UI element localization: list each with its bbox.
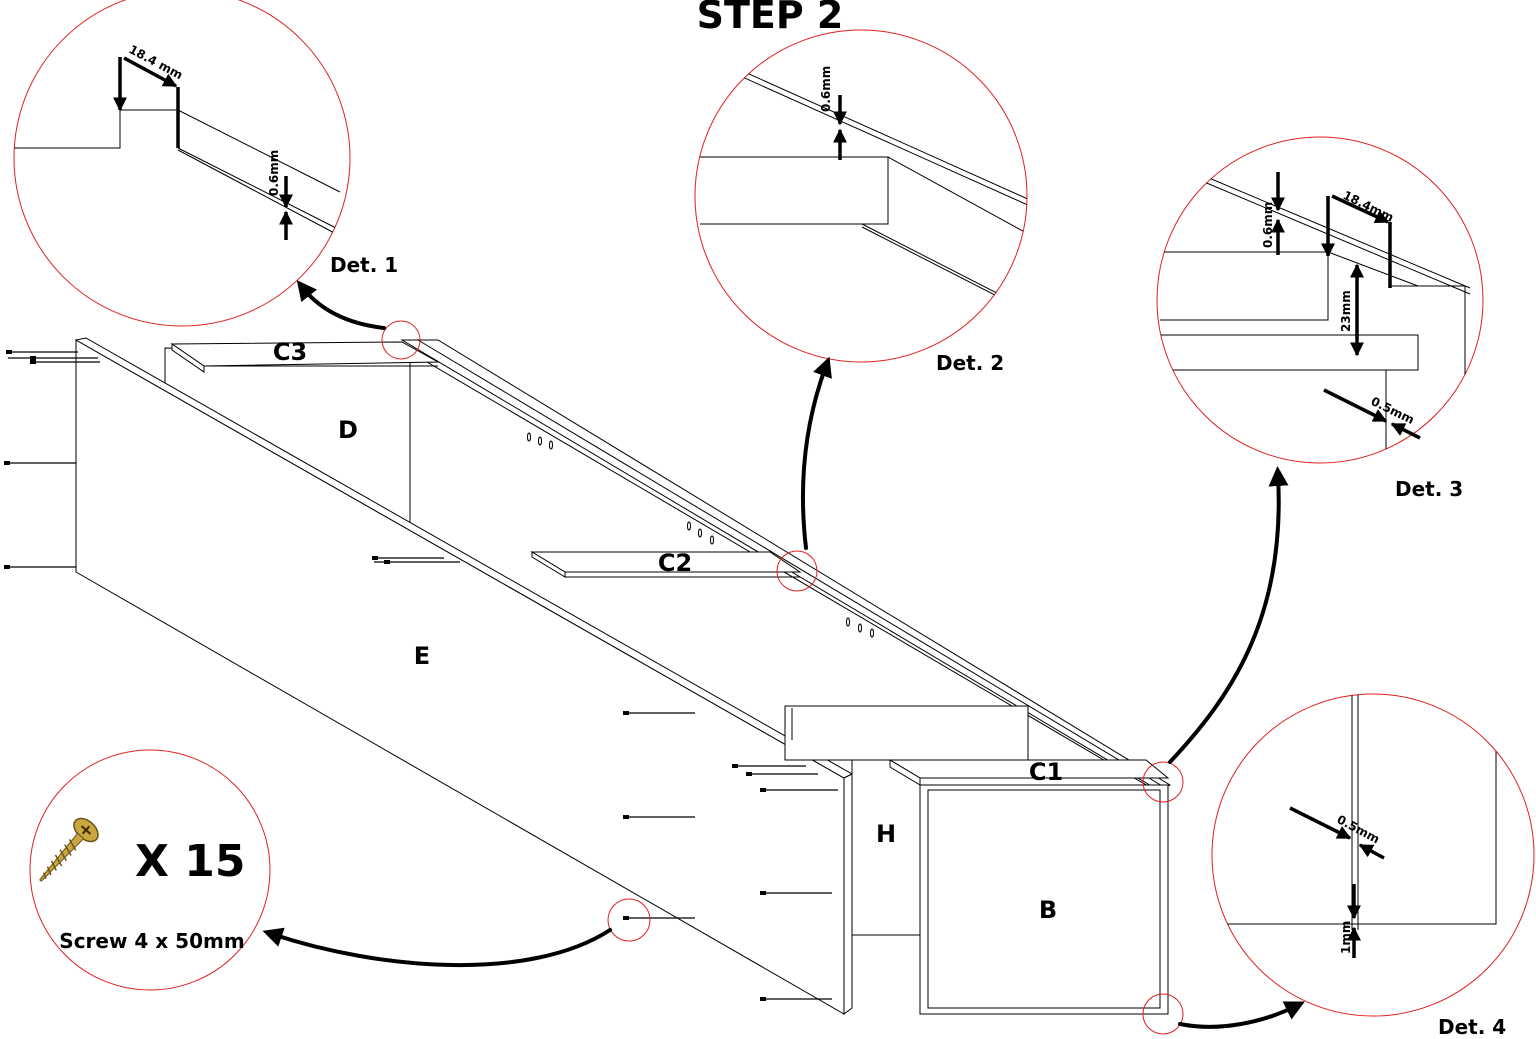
det2-dim-06: 0.6mm [819, 66, 833, 112]
det4-label: Det. 4 [1438, 1015, 1506, 1039]
label-c3: C3 [273, 338, 307, 366]
label-c1: C1 [1029, 758, 1063, 786]
detail3-marker [1142, 761, 1184, 803]
detail-1: 18.4 mm 0.6mm Det. 1 [13, 0, 398, 330]
screw-icon [39, 817, 99, 882]
det3-label: Det. 3 [1395, 477, 1463, 501]
label-h: H [876, 820, 896, 848]
detail-3: 0.6mm 18.4mm 23mm 0.5mm Det. 3 [1156, 136, 1484, 764]
det3-dim-06: 0.6mm [1261, 202, 1275, 248]
det1-label: Det. 1 [330, 253, 398, 277]
screw-marker [607, 898, 651, 942]
detail-2: 0.6mm Det. 2 [694, 29, 1028, 550]
det1-dim-06: 0.6mm [267, 150, 281, 196]
label-e: E [414, 642, 430, 670]
label-d: D [338, 416, 358, 444]
detail1-marker [381, 320, 421, 360]
det3-dim-23: 23mm [1339, 290, 1353, 332]
label-c2: C2 [658, 549, 692, 577]
screw-name: Screw 4 x 50mm [59, 929, 244, 953]
det2-label: Det. 2 [936, 351, 1004, 375]
step-title: STEP 2 [697, 0, 844, 37]
detail4-marker [1142, 993, 1184, 1035]
screw-quantity: X 15 [135, 836, 245, 887]
detail2-marker [776, 550, 818, 592]
screws [6, 351, 838, 1000]
screw-callout: X 15 Screw 4 x 50mm [29, 749, 612, 991]
det4-dim-1: 1mm [1339, 921, 1353, 954]
panel-h [784, 705, 1029, 936]
detail-4: 0.5mm 1mm Det. 4 [1178, 693, 1535, 1039]
label-b: B [1039, 896, 1057, 924]
main-assembly: C3 D C2 E C1 H B [4, 320, 1184, 1035]
